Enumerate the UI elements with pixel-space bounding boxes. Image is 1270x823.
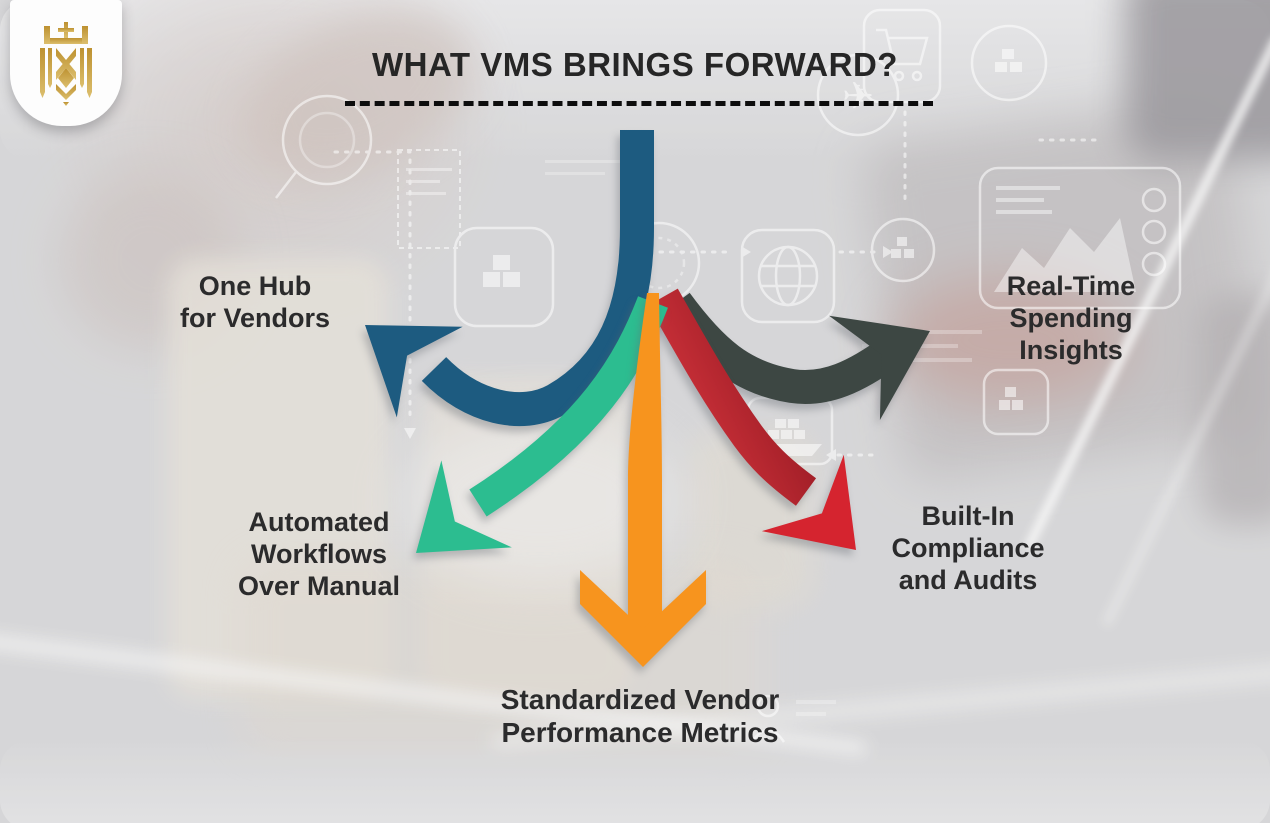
boxes-circle-icon-2 (870, 217, 936, 283)
dotted-connectors (333, 110, 1100, 457)
benefit-label-compliance: Built-In Compliance and Audits (891, 501, 1045, 595)
lens-icon (275, 94, 373, 199)
logo-card (10, 0, 122, 126)
ship-icon (746, 396, 834, 466)
benefit-label-real-time: Real-Time Spending Insights (1006, 271, 1136, 365)
bg-bottom-glow (0, 740, 1270, 823)
boxes-square-icon (982, 368, 1050, 436)
airplane-icon: ✈ (816, 53, 900, 137)
bg-dark-corner (1125, 0, 1270, 160)
person-icon (750, 694, 836, 743)
benefit-label-one-hub: One Hub for Vendors (179, 271, 331, 333)
title-dashed-divider (345, 101, 933, 106)
boxes-circle-icon (970, 24, 1048, 102)
gold-crest-logo (40, 22, 92, 106)
benefit-label-metrics: Standardized Vendor Performance Metrics (500, 684, 780, 748)
svg-text:✈: ✈ (842, 76, 874, 118)
benefit-label-automated: Automated Workflows Over Manual (237, 507, 401, 601)
page-title: WHAT VMS BRINGS FORWARD? (372, 46, 898, 83)
globe-icon (740, 228, 836, 324)
boxes-icon (453, 226, 555, 328)
hub-circle-icon (617, 221, 701, 305)
dashed-panel-icon (397, 149, 461, 249)
analytics-panel-icon (978, 166, 1182, 310)
connector-arrowheads (404, 246, 893, 461)
bg-red-screen-blur (890, 275, 1130, 405)
